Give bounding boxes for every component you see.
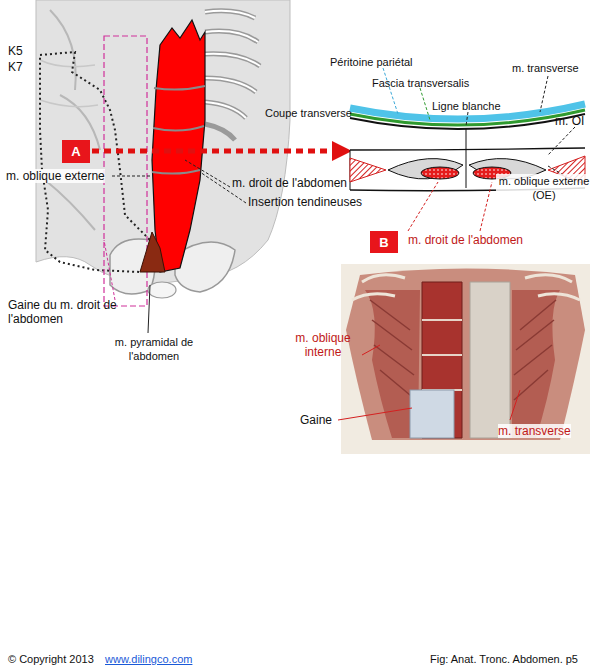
anatomy-label: m. oblique externe (OE): [496, 174, 592, 202]
anatomy-label: Coupe transverse: [265, 106, 352, 120]
anatomy-label: m. transverse: [498, 424, 571, 438]
anatomy-label: Insertion tendineuses: [248, 195, 362, 209]
anatomy-label: m. oblique interne: [283, 331, 363, 359]
anatomy-label: Gaine du m. droit de l'abdomen: [8, 298, 120, 326]
anatomy-label: Gaine: [300, 413, 332, 427]
anatomy-label: Péritoine pariétal: [330, 55, 413, 69]
anatomy-label: m. pyramidal de l'abdomen: [108, 335, 200, 363]
leader-lines: [104, 68, 575, 420]
anatomy-label: © Copyright 2013: [8, 652, 94, 666]
anatomy-label: www.dilingco.com: [105, 652, 192, 666]
panel-letter-text: B: [379, 235, 388, 250]
dissection-photo: [341, 264, 590, 454]
anatomy-label: m. droit de l'abdomen: [408, 233, 523, 247]
section-arrow: [92, 149, 336, 154]
anatomy-label: m. OI: [555, 114, 584, 128]
anatomy-label: K5: [8, 44, 23, 58]
panel-letter: A: [62, 140, 90, 163]
panel-letter: B: [370, 231, 398, 253]
anatomy-label: Ligne blanche: [432, 99, 501, 113]
panel-letter-text: A: [71, 144, 80, 159]
anatomy-label: m. oblique externe: [6, 169, 105, 183]
anatomy-label: K7: [8, 60, 23, 74]
anatomy-label: Fig: Anat. Tronc. Abdomen. p5: [430, 652, 578, 666]
anatomy-label: Fascia transversalis: [372, 76, 469, 90]
anatomy-label: m. droit de l'abdomen: [232, 176, 347, 190]
anatomy-label: m. transverse: [512, 61, 579, 75]
